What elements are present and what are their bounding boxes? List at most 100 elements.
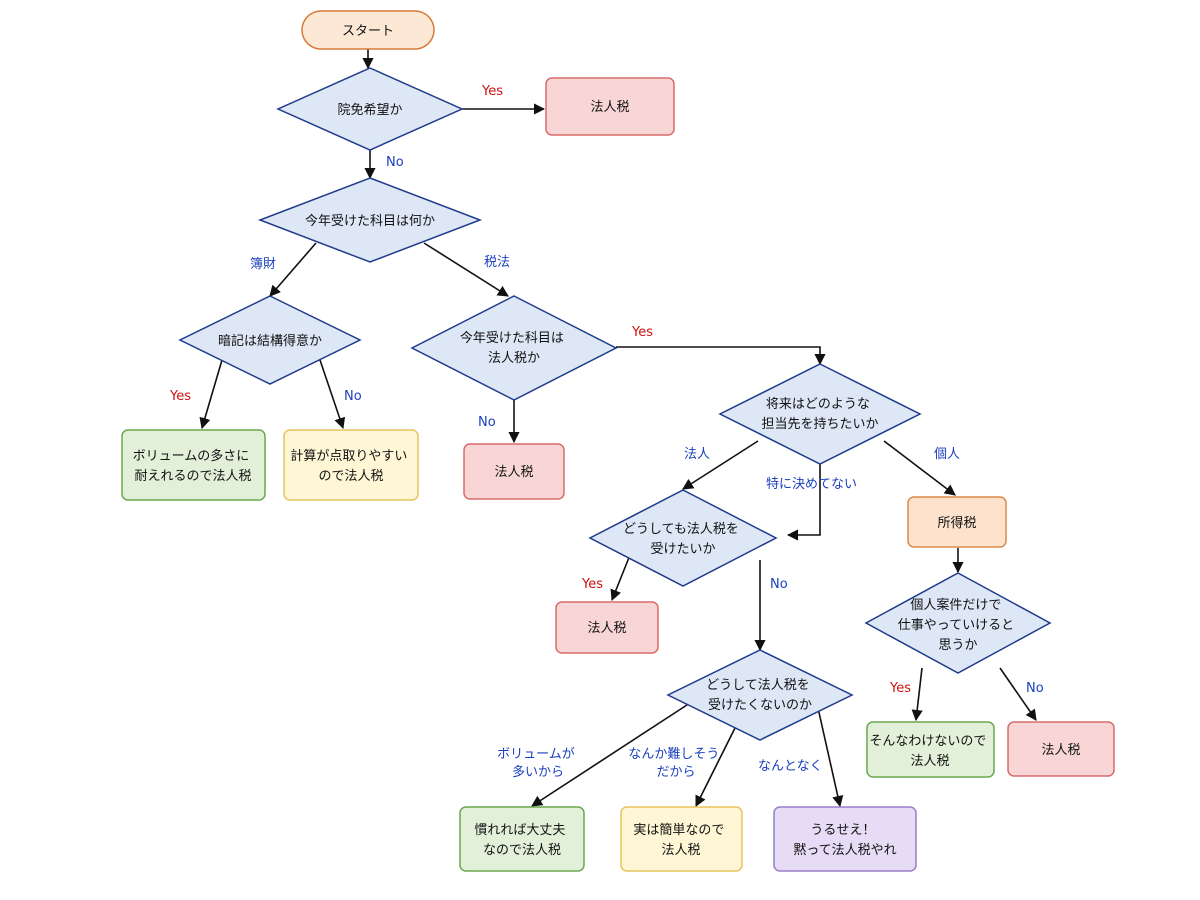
label-personal: 個人 bbox=[934, 447, 960, 462]
decision-must-line: 受けたいか bbox=[650, 542, 715, 557]
edges bbox=[199, 49, 1037, 808]
decision-corptax-line: 今年受けた科目は bbox=[460, 330, 564, 346]
decision-must bbox=[588, 489, 778, 587]
decision-future bbox=[718, 363, 922, 465]
start-terminal bbox=[301, 10, 435, 50]
edge-individual-yes bbox=[911, 667, 923, 722]
decision-memorize bbox=[178, 295, 362, 385]
decision-subject-label: 今年受けた科目は何か bbox=[305, 213, 435, 229]
result-volume-line: ボリュームの多さに bbox=[133, 448, 250, 464]
decision-subject bbox=[257, 177, 483, 263]
decision-individual-line: 個人案件だけで bbox=[910, 598, 1001, 613]
edge-labels: Yes No 簿財 税法 Yes No Yes No 法人 特に決めてない 個人… bbox=[169, 84, 1044, 780]
result-easy-line: 法人税 bbox=[661, 843, 700, 858]
result-easy-line: 実は簡単なので bbox=[633, 822, 724, 838]
result-individual-no-label: 法人税 bbox=[1041, 743, 1080, 758]
decision-must-line: どうしても法人税を bbox=[623, 522, 739, 537]
result-must-yes bbox=[555, 601, 659, 654]
result-no-way-label: そんなわけないので 法人税 bbox=[869, 734, 990, 769]
result-calc-line: 計算が点取りやすい bbox=[290, 448, 407, 464]
decision-individual-line: 仕事やっていけると bbox=[898, 618, 1014, 633]
label-boki: 簿財 bbox=[250, 257, 276, 272]
decision-corptax bbox=[410, 295, 618, 401]
edge-memorize-yes bbox=[199, 359, 223, 430]
result-volume bbox=[121, 429, 266, 501]
result-corptax-no bbox=[463, 443, 565, 500]
label-volume: ボリュームが 多いから bbox=[497, 747, 579, 780]
label-exempt-no: No bbox=[386, 155, 404, 170]
result-easy-label: 実は簡単なので 法人税 bbox=[633, 822, 728, 858]
decision-corptax-line: 法人税か bbox=[488, 351, 540, 366]
result-calc bbox=[283, 429, 419, 501]
label-somehow: なんとなく bbox=[758, 759, 823, 774]
decision-individual bbox=[864, 572, 1052, 674]
result-exempt-yes-label: 法人税 bbox=[590, 100, 629, 115]
edge-individual-no bbox=[999, 667, 1037, 721]
edge-why-volume bbox=[531, 702, 691, 807]
result-get-used-line: 慣れれば大丈夫 bbox=[474, 822, 565, 838]
result-no-way bbox=[866, 721, 995, 778]
label-hard: なんか難しそう だから bbox=[628, 747, 723, 780]
decision-future-label: 将来はどのような 担当先を持ちたいか bbox=[761, 397, 878, 432]
label-undecided: 特に決めてない bbox=[766, 477, 857, 492]
result-exempt-yes bbox=[545, 77, 675, 136]
result-income bbox=[907, 496, 1007, 548]
label-individual-yes: Yes bbox=[889, 681, 911, 696]
edge-subject-zeiho bbox=[423, 242, 509, 297]
label-volume-line: 多いから bbox=[512, 764, 564, 780]
result-income-label: 所得税 bbox=[937, 515, 976, 531]
label-hard-line: だから bbox=[656, 765, 695, 780]
result-shut-up bbox=[773, 806, 917, 872]
decision-exempt-label: 院免希望か bbox=[337, 102, 402, 118]
result-shut-up-line: 黙って法人税やれ bbox=[793, 843, 896, 858]
edge-why-somehow bbox=[817, 707, 844, 808]
label-zeiho: 税法 bbox=[484, 255, 510, 270]
decision-memorize-label: 暗記は結構得意か bbox=[218, 333, 322, 349]
result-calc-line: ので法人税 bbox=[318, 469, 383, 484]
edge-memorize-no bbox=[319, 359, 346, 430]
result-volume-line: 耐えれるので法人税 bbox=[134, 469, 251, 484]
label-individual-no: No bbox=[1026, 681, 1044, 696]
start-terminal-label: スタート bbox=[342, 24, 394, 39]
result-must-yes-label: 法人税 bbox=[587, 621, 626, 636]
result-volume-label: ボリュームの多さに 耐えれるので法人税 bbox=[133, 448, 254, 484]
result-shut-up-label: うるせえ！ 黙って法人税やれ bbox=[793, 823, 896, 858]
decision-exempt bbox=[276, 67, 464, 151]
label-volume-line: ボリュームが bbox=[497, 747, 575, 762]
label-memorize-no: No bbox=[344, 389, 362, 404]
label-hard-line: なんか難しそう bbox=[628, 747, 719, 762]
decision-why-not bbox=[666, 649, 854, 741]
label-exempt-yes: Yes bbox=[481, 84, 503, 99]
result-individual-no bbox=[1007, 721, 1115, 777]
decision-why-not-line: 受けたくないのか bbox=[708, 698, 812, 713]
label-corptax-no: No bbox=[478, 415, 496, 430]
edge-future-corp bbox=[682, 440, 759, 490]
result-easy bbox=[620, 806, 743, 872]
label-must-yes: Yes bbox=[581, 577, 603, 592]
result-no-way-line: そんなわけないので bbox=[869, 734, 986, 749]
decision-why-not-label: どうして法人税を 受けたくないのか bbox=[706, 678, 814, 713]
result-get-used-label: 慣れれば大丈夫 なので法人税 bbox=[474, 822, 569, 858]
result-get-used-line: なので法人税 bbox=[483, 843, 561, 858]
edge-future-personal bbox=[883, 440, 956, 496]
decision-must-label: どうしても法人税を 受けたいか bbox=[623, 522, 743, 557]
decision-individual-line: 思うか bbox=[938, 638, 977, 653]
edge-corptax-yes bbox=[616, 346, 826, 366]
result-calc-label: 計算が点取りやすい ので法人税 bbox=[290, 448, 411, 484]
label-corptax-yes: Yes bbox=[631, 325, 653, 340]
nodes: スタート 院免希望か 法人税 今年受けた科目は何か 暗記は結構得意か ボリューム… bbox=[121, 10, 1115, 872]
result-no-way-line: 法人税 bbox=[910, 754, 949, 769]
decision-individual-label: 個人案件だけで 仕事やっていけると 思うか bbox=[898, 598, 1019, 653]
result-corptax-no-label: 法人税 bbox=[494, 465, 533, 480]
decision-future-line: 担当先を持ちたいか bbox=[761, 417, 878, 432]
label-memorize-yes: Yes bbox=[169, 389, 191, 404]
decision-corptax-label: 今年受けた科目は 法人税か bbox=[460, 330, 568, 366]
decision-future-line: 将来はどのような bbox=[766, 397, 870, 412]
result-get-used bbox=[459, 806, 585, 872]
label-must-no: No bbox=[770, 577, 788, 592]
decision-why-not-line: どうして法人税を bbox=[706, 678, 810, 693]
edge-why-hard bbox=[695, 717, 741, 808]
edge-must-yes bbox=[610, 554, 631, 602]
result-shut-up-line: うるせえ！ bbox=[810, 823, 875, 838]
